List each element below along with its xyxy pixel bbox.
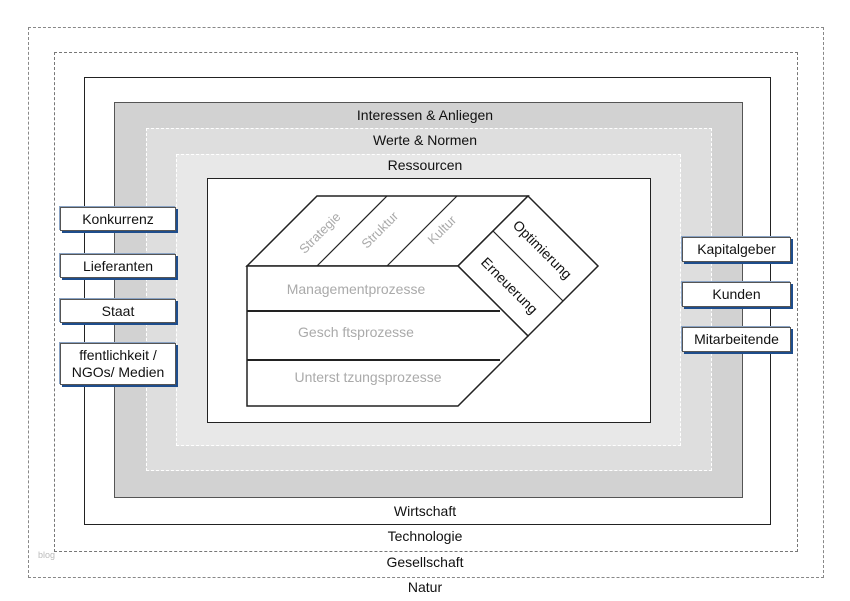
stakeholder-oeffentlichkeit: ffentlichkeit / NGOs/ Medien bbox=[60, 343, 176, 385]
process-label: Unterst tzungsprozesse bbox=[294, 369, 441, 385]
stakeholder-kapitalgeber: Kapitalgeber bbox=[682, 237, 791, 262]
label-gesellschaft: Gesellschaft bbox=[0, 554, 850, 570]
top-divider-2 bbox=[386, 195, 458, 267]
label-ressourcen: Ressourcen bbox=[0, 157, 850, 173]
label-werte: Werte & Normen bbox=[0, 132, 850, 148]
label-wirtschaft: Wirtschaft bbox=[0, 503, 850, 519]
stakeholder-staat: Staat bbox=[60, 299, 176, 323]
side-divider bbox=[492, 230, 564, 302]
stakeholder-lieferanten: Lieferanten bbox=[60, 254, 176, 278]
label-technologie: Technologie bbox=[0, 528, 850, 544]
label-natur: Natur bbox=[0, 579, 850, 595]
watermark: blog bbox=[38, 550, 56, 560]
label-interessen: Interessen & Anliegen bbox=[0, 107, 850, 123]
ring-natur bbox=[28, 27, 824, 578]
stakeholder-kunden: Kunden bbox=[682, 282, 791, 307]
stakeholder-mitarbeitende: Mitarbeitende bbox=[682, 327, 791, 352]
top-divider-1 bbox=[316, 195, 388, 267]
stakeholder-konkurrenz: Konkurrenz bbox=[60, 207, 176, 231]
front-face bbox=[246, 265, 530, 407]
process-label: Managementprozesse bbox=[287, 281, 426, 297]
process-label: Gesch ftsprozesse bbox=[298, 324, 414, 340]
ring-gesellschaft bbox=[54, 52, 798, 552]
